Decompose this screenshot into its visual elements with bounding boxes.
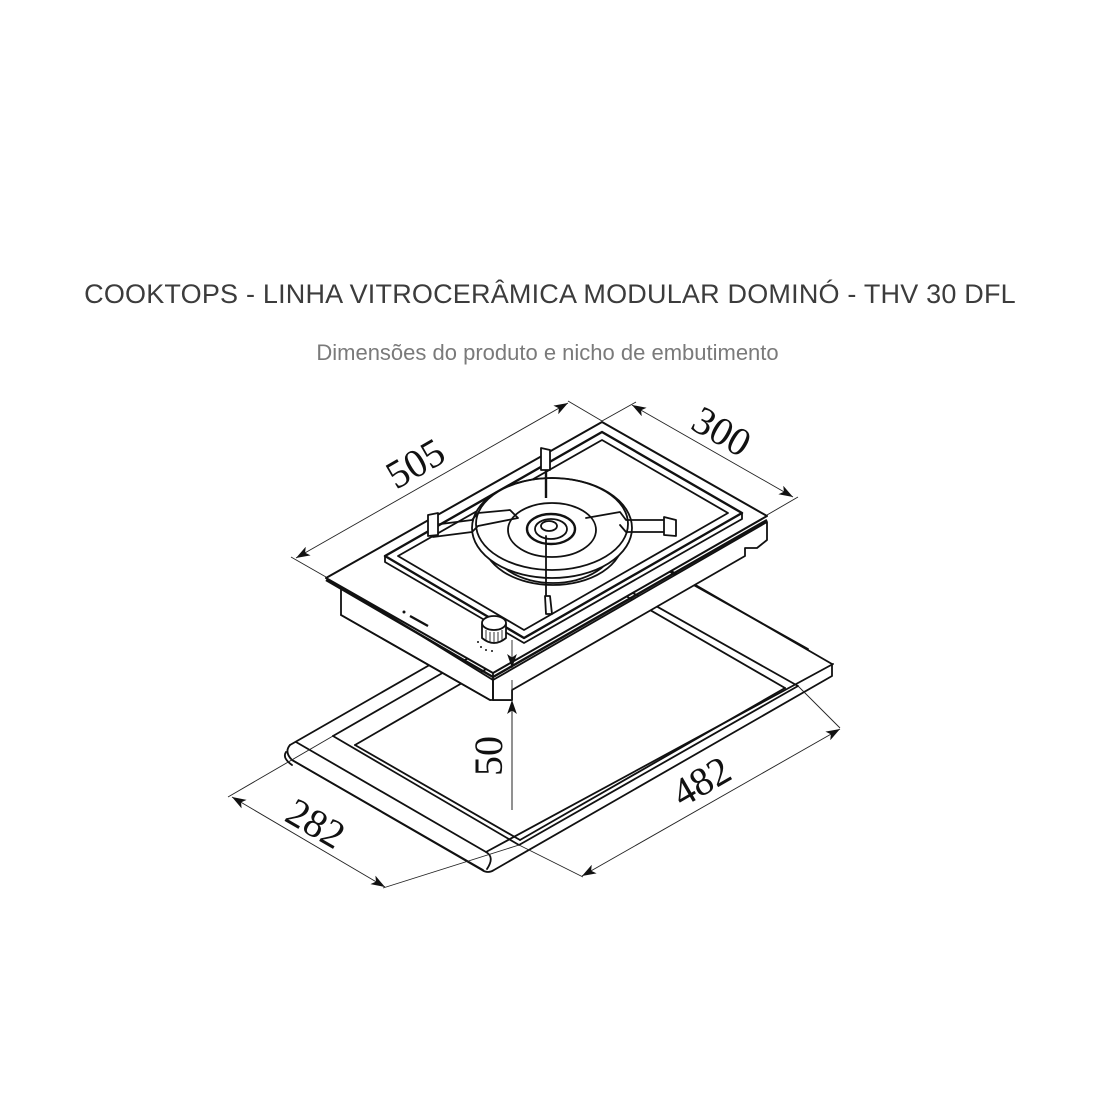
brand-logo <box>409 614 429 628</box>
dim-label-282: 282 <box>279 789 353 858</box>
page-title: COOKTOPS - LINHA VITROCERÂMICA MODULAR D… <box>84 279 1016 309</box>
dim-label-482: 482 <box>664 747 738 816</box>
dim-label-50: 50 <box>466 736 511 776</box>
page-subtitle: Dimensões do produto e nicho de embutime… <box>316 340 779 365</box>
dim-label-505: 505 <box>378 429 452 498</box>
control-knob <box>477 615 507 652</box>
dimension-482: 482 <box>518 685 841 878</box>
dim-label-300: 300 <box>685 397 759 466</box>
dimension-50: 50 <box>466 640 517 810</box>
